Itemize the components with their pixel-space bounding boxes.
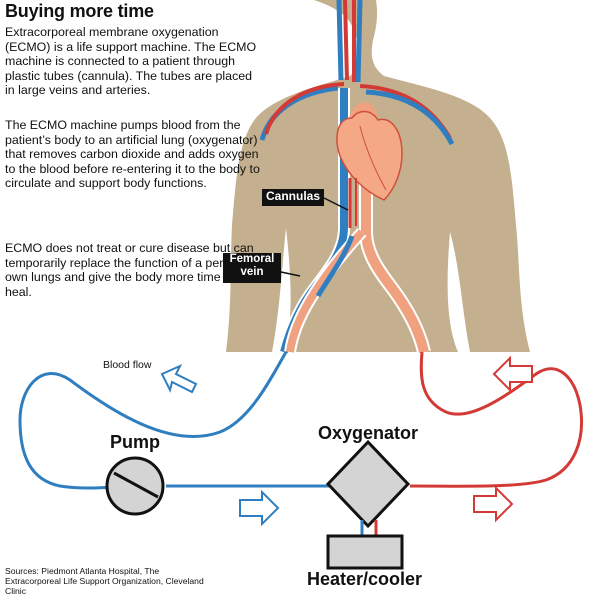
pump-label: Pump: [110, 432, 161, 452]
intro-paragraph: Extracorporeal membrane oxygenation (ECM…: [5, 25, 257, 98]
benefit-paragraph: ECMO does not treat or cure disease but …: [5, 241, 254, 299]
heart-septum: [359, 125, 387, 191]
function-paragraph: The ECMO machine pumps blood from the pa…: [5, 118, 260, 191]
aorta: [361, 140, 429, 354]
femoral-vein-callout-line1: Femoral: [229, 253, 275, 265]
oxygenator-label: Oxygenator: [318, 423, 419, 443]
arterial-tube: [409, 351, 583, 488]
flow-arrow-left-red: [492, 355, 533, 393]
jugular-vein: [336, 0, 344, 81]
pump-rotor: [113, 471, 159, 499]
page-title: Buying more time: [5, 1, 154, 21]
blood-flow-label: Blood flow: [103, 359, 152, 371]
oxygenator-device: [325, 439, 411, 529]
heater-cooler-label: Heater/cooler: [307, 569, 423, 589]
subclavian-vein-right: [365, 89, 455, 146]
flow-arrow-right-red: [473, 485, 514, 523]
carotid-artery: [343, 0, 349, 81]
heater-cooler-device: [326, 534, 404, 570]
jugular-vein-right: [355, 0, 363, 83]
iliac-vein-right: [315, 235, 355, 298]
flow-arrow-right-blue: [239, 489, 280, 527]
femoral-vein-callout: Femoral vein: [223, 253, 281, 283]
cannulas-pointer: [323, 197, 349, 211]
cannulas-callout: Cannulas: [262, 189, 324, 206]
blood-flow-arrow-up-left: [160, 363, 198, 394]
sources-credit: Sources: Piedmont Atlanta Hospital, The …: [5, 566, 204, 597]
femoral-vein-callout-line2: vein: [240, 266, 264, 278]
venous-tube: [18, 351, 288, 490]
subclavian-artery-left: [264, 82, 345, 135]
femoral-vein-pointer: [280, 271, 301, 277]
